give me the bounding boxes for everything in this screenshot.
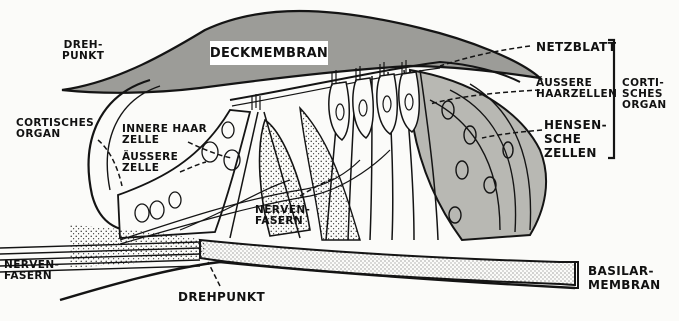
label-cortisches-organ-right: CORTI- SCHES ORGAN <box>622 78 667 111</box>
label-cortisches-organ-left: CORTISCHES ORGAN <box>16 118 94 140</box>
basilarmembran-shape <box>200 240 575 285</box>
label-innere-haarzelle: INNERE HAAR ZELLE <box>122 124 207 146</box>
label-aeussere-zelle: ÄUSSERE ZELLE <box>122 152 178 174</box>
label-drehpunkt-bottom: DREHPUNKT <box>178 290 265 304</box>
label-nervenfasern-mid: NERVEN- FASERN <box>255 205 310 227</box>
label-drehpunkt-top: DREH- PUNKT <box>62 40 104 62</box>
leader-drehpunkt-bottom <box>208 262 220 286</box>
label-aeussere-haarzellen: ÄUSSERE HAARZELLEN <box>536 78 617 100</box>
leader-cortisches-left <box>98 140 122 186</box>
label-netzblatt: NETZBLATT <box>536 40 617 54</box>
label-nervenfasern-left: NERVEN- FASERN <box>4 260 59 282</box>
label-hensensche-zellen: HENSEN- SCHE ZELLEN <box>544 118 607 160</box>
label-basilarmembran: BASILAR- MEMBRAN <box>588 264 661 292</box>
label-deckmembran: DECKMEMBRAN <box>210 41 328 65</box>
